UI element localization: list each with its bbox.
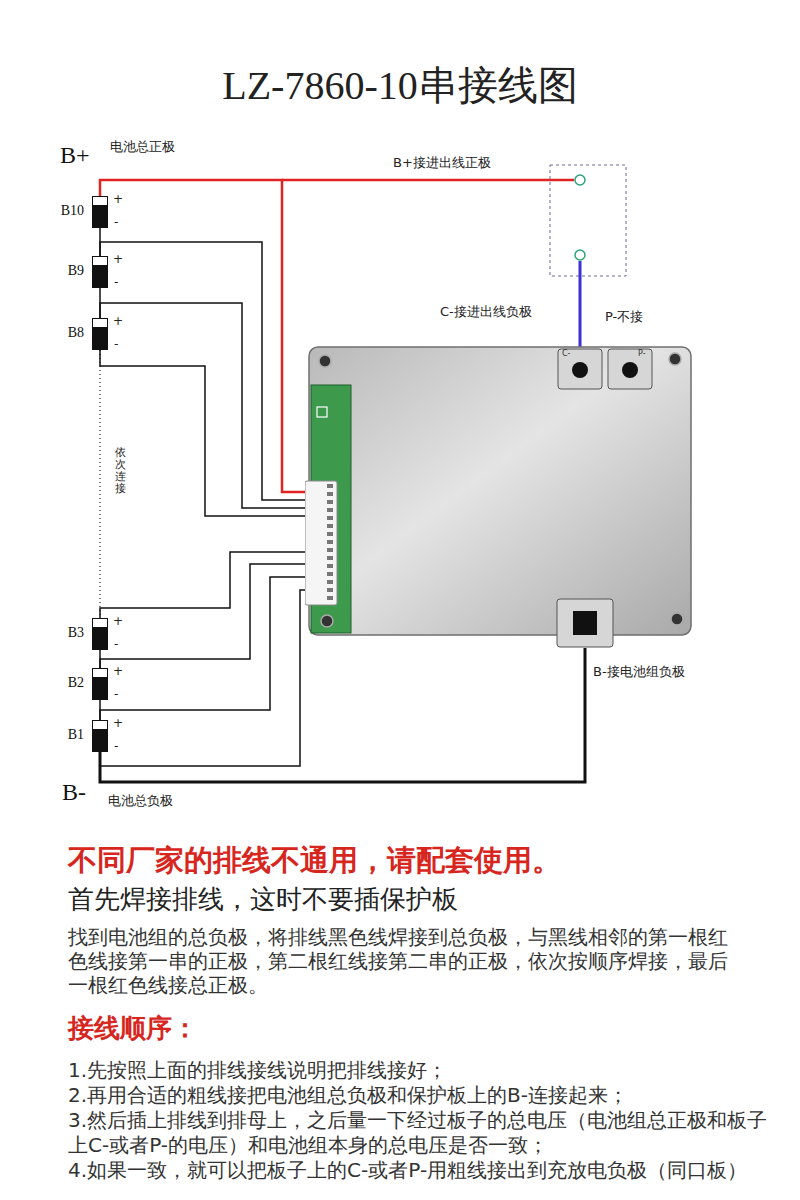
polarity-mark: + xyxy=(113,717,123,729)
section-heading: 接线顺序： xyxy=(68,1013,198,1044)
battery-cell: B2 xyxy=(92,668,108,700)
protection-board: C- P- xyxy=(305,345,693,648)
polarity-mark: + xyxy=(113,315,123,327)
terminal-label: C- xyxy=(562,350,570,359)
cell-label: B1 xyxy=(68,727,84,744)
c-terminal xyxy=(558,349,602,389)
wire xyxy=(99,350,101,618)
polarity-mark: - xyxy=(114,338,118,350)
mounting-hole xyxy=(669,353,681,365)
wire xyxy=(100,180,305,492)
instruction-text: 找到电池组的总负极，将排线黑色线焊接到总负极，与黑线相邻的第一根红色线接第一串的… xyxy=(68,925,740,997)
page-title: LZ-7860-10串接线图 xyxy=(0,62,800,110)
step-item: 4.如果一致，就可以把板子上的C-或者P-用粗线接出到充放电负极（同口板） xyxy=(68,1158,780,1183)
pcb-mark xyxy=(317,407,327,417)
negative-output-wire xyxy=(579,261,582,349)
terminal-note: 电池总正极 xyxy=(110,139,175,155)
battery-cell: B10 xyxy=(92,196,108,228)
polarity-mark: + xyxy=(113,615,123,627)
output-terminal xyxy=(575,175,585,185)
wire-note: B-接电池组负极 xyxy=(593,664,685,680)
polarity-mark: - xyxy=(114,638,118,650)
wire xyxy=(100,350,305,516)
polarity-mark: - xyxy=(114,688,118,700)
board-housing xyxy=(309,347,691,635)
polarity-mark: - xyxy=(114,740,118,752)
terminal-hole xyxy=(622,362,638,378)
positive-output-wire xyxy=(282,179,574,182)
terminal-hole xyxy=(573,611,597,635)
terminal-note: 电池总负极 xyxy=(108,793,173,809)
wire-note: C-接进出线负极 xyxy=(440,304,532,320)
cell-label: B9 xyxy=(68,263,84,280)
connector-pins xyxy=(327,484,333,600)
battery-cell: B8 xyxy=(92,318,108,350)
sense-connector xyxy=(305,481,337,605)
polarity-mark: + xyxy=(113,665,123,677)
battery-cell: B9 xyxy=(92,256,108,288)
step-item: 3.然后插上排线到排母上，之后量一下经过板子的总电压（电池组总正极和板子上C-或… xyxy=(68,1108,780,1158)
polarity-mark: + xyxy=(113,253,123,265)
cell-label: B3 xyxy=(68,625,84,642)
step-item: 2.再用合适的粗线接把电池组总负极和保护板上的B-连接起来； xyxy=(68,1083,780,1108)
cell-label: B10 xyxy=(61,203,84,220)
output-terminal xyxy=(575,250,585,260)
terminal-name: B+ xyxy=(60,141,90,170)
mounting-hole xyxy=(319,355,331,367)
wire xyxy=(100,303,305,508)
output-port-frame xyxy=(550,165,626,276)
wire xyxy=(100,590,305,766)
terminal-label: P- xyxy=(638,350,646,359)
polarity-mark: - xyxy=(114,276,118,288)
wire xyxy=(100,552,305,618)
wire xyxy=(100,564,305,668)
wire xyxy=(100,242,305,500)
battery-cell: B1 xyxy=(92,720,108,752)
wire xyxy=(100,577,305,720)
wire xyxy=(100,648,585,782)
battery-cell: B3 xyxy=(92,618,108,650)
polarity-mark: - xyxy=(114,216,118,228)
step-heading: 首先焊接排线，这时不要插保护板 xyxy=(68,884,458,915)
polarity-mark: + xyxy=(113,193,123,205)
mounting-hole xyxy=(671,613,683,625)
cell-label: B2 xyxy=(68,675,84,692)
wire-note: B+接进出线正极 xyxy=(393,155,491,171)
warning-heading: 不同厂家的排线不通用，请配套使用。 xyxy=(68,843,561,878)
cell-label: B8 xyxy=(68,325,84,342)
step-item: 1.先按照上面的排线接线说明把排线接好； xyxy=(68,1058,780,1083)
terminal-name: B- xyxy=(62,778,86,807)
b-terminal xyxy=(557,599,613,647)
wire-note: P-不接 xyxy=(605,309,643,325)
p-terminal xyxy=(608,349,652,389)
board-illustration xyxy=(305,345,693,648)
series-note: 依次连接 xyxy=(115,447,126,495)
mounting-hole xyxy=(321,615,333,627)
terminal-hole xyxy=(572,362,588,378)
